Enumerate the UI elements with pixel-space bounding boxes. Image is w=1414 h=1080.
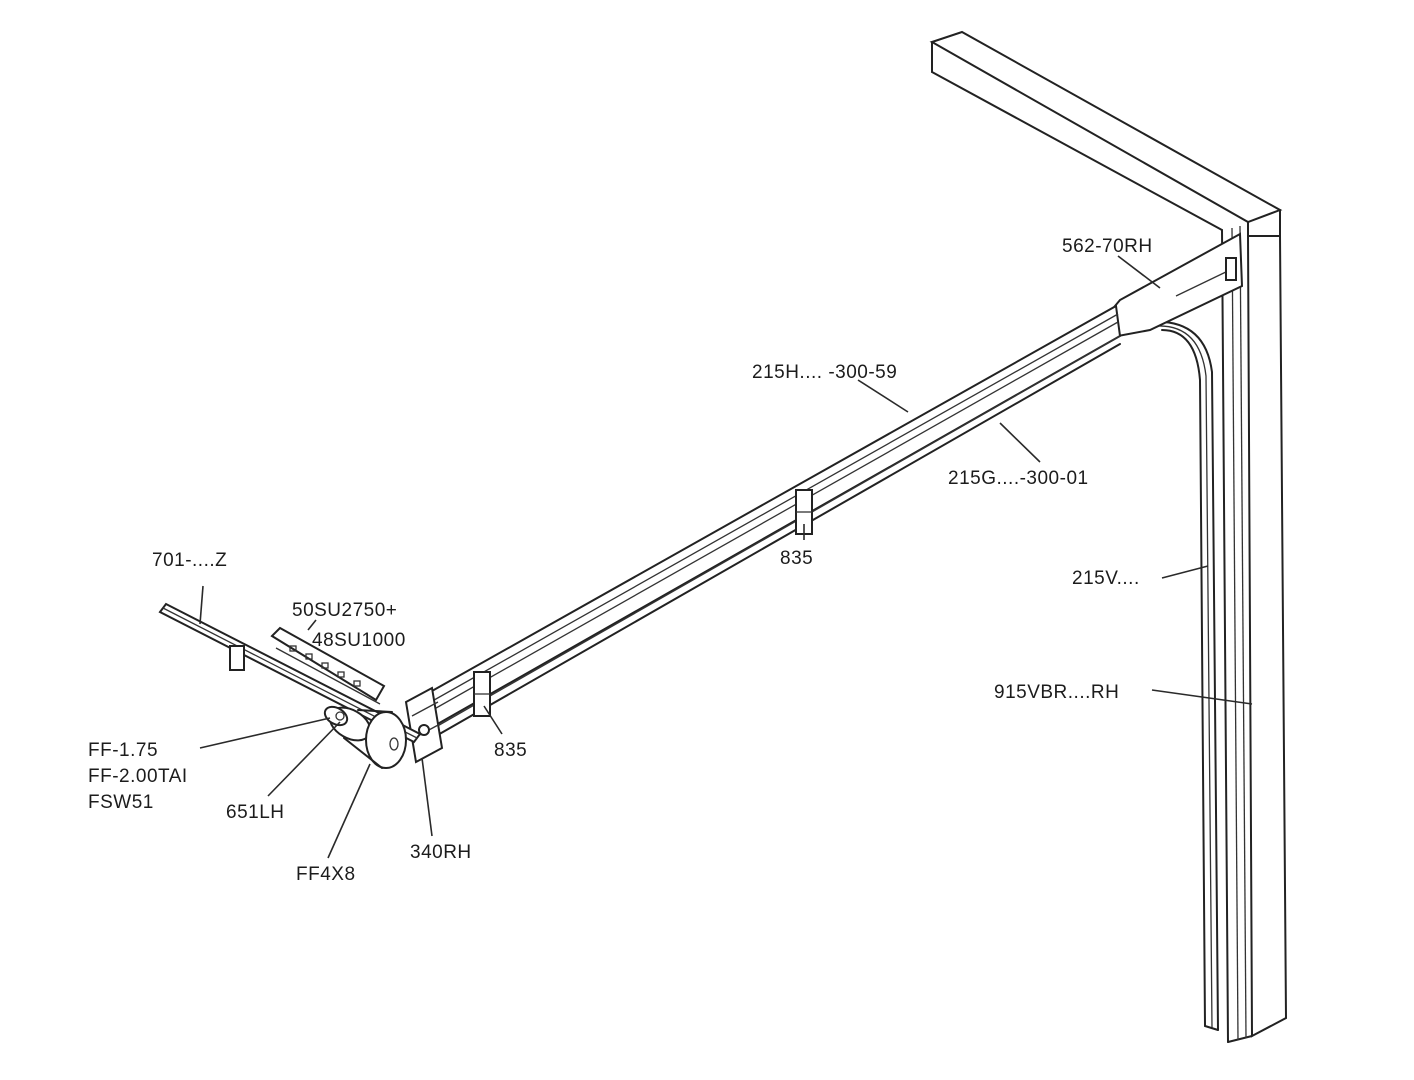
jamb-post <box>1221 225 1288 1043</box>
vertical-track <box>1149 320 1219 1031</box>
label-cone-line3: FSW51 <box>88 792 154 813</box>
label-horizontal-track: 215H.... -300-59 <box>752 362 897 383</box>
label-vertical-track: 215V.... <box>1072 568 1140 589</box>
label-strap-front: 835 <box>494 740 527 761</box>
torsion-shaft <box>158 602 422 744</box>
horizontal-track <box>414 304 1122 737</box>
label-track-angle: 215G....-300-01 <box>948 468 1089 489</box>
label-bolt: FF4X8 <box>296 864 356 885</box>
label-cone-line1: FF-1.75 <box>88 740 158 761</box>
label-shaft: 701-....Z <box>152 550 227 571</box>
winding-cone <box>323 705 349 727</box>
header-beam <box>929 30 1283 237</box>
leader-lines <box>199 255 1253 859</box>
label-bearing: 340RH <box>410 842 472 863</box>
torsion-spring <box>270 626 386 705</box>
label-cone-line2: FF-2.00TAI <box>88 766 188 787</box>
label-strap-mid: 835 <box>780 548 813 569</box>
track-strap-front <box>473 671 491 717</box>
label-drum: 651LH <box>226 802 285 823</box>
label-rail-end-bracket: 562-70RH <box>1062 236 1153 257</box>
label-spring-line1: 50SU2750+ <box>292 600 397 621</box>
label-weatherseal: 915VBR....RH <box>994 682 1119 703</box>
label-spring-line2: 48SU1000 <box>312 630 406 651</box>
